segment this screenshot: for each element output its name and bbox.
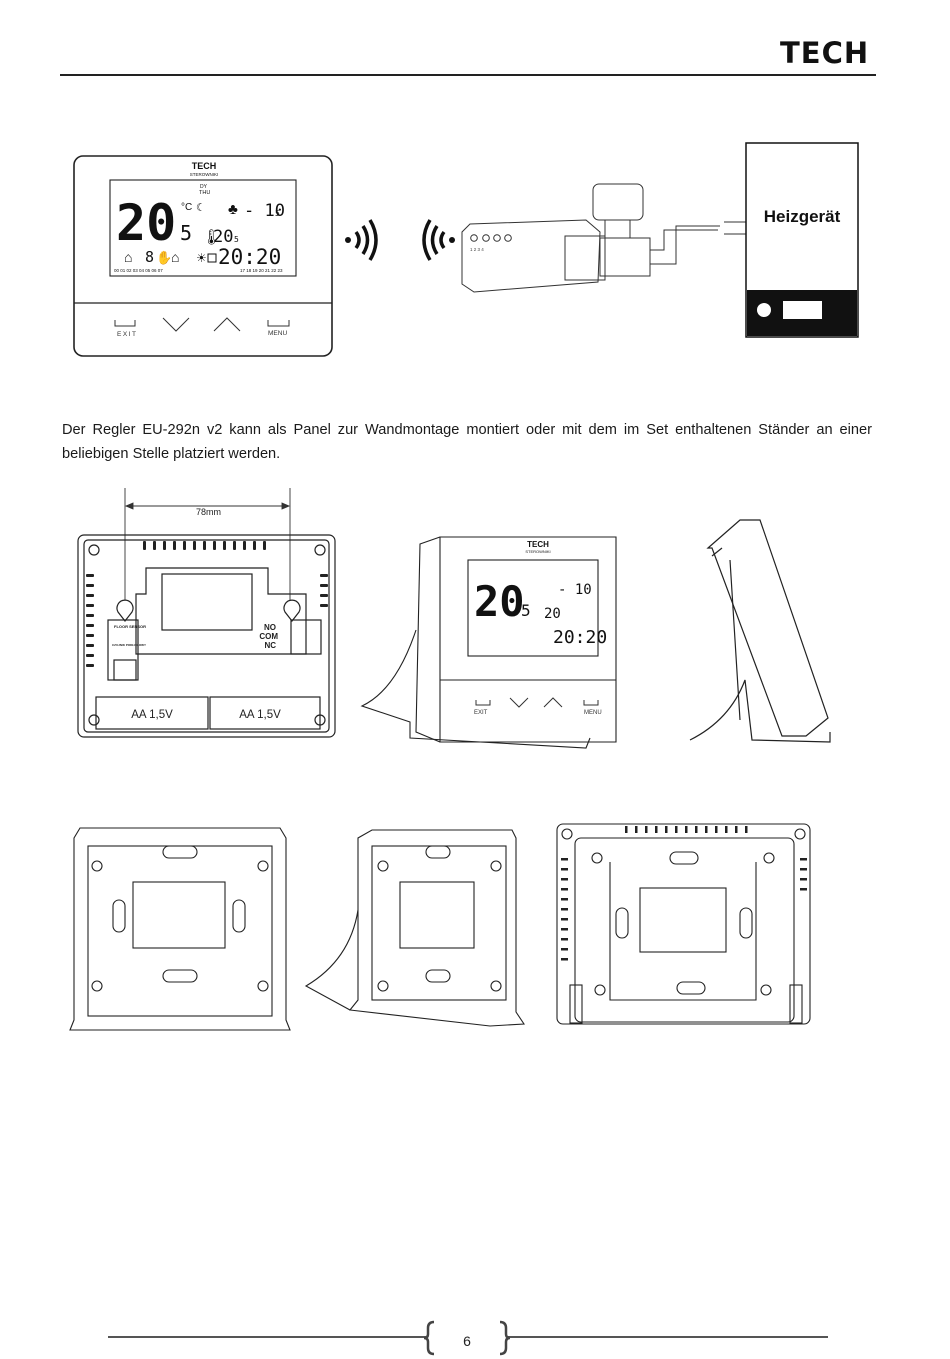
day-number: DY <box>200 184 208 190</box>
sun-icon: ☀ <box>196 251 207 265</box>
up-button[interactable] <box>213 317 241 332</box>
fan-icon: ♣ <box>228 201 238 218</box>
menu-label: MENU <box>268 330 287 337</box>
svg-text:20: 20 <box>474 577 525 626</box>
device-sub-brand: STEROWNIKI <box>190 172 219 177</box>
sensor-label: CZUJNIK PODŁOGOWY <box>112 643 146 647</box>
perspective-buttons <box>475 697 599 708</box>
main-temperature: 20 <box>116 194 176 252</box>
svg-text:5: 5 <box>521 601 531 620</box>
perspective-device-brand: TECH <box>527 540 549 549</box>
device-brand: TECH <box>192 161 217 171</box>
relay-no-label: NO <box>264 623 276 632</box>
hours-left: 00 01 02 03 04 05 06 07 <box>114 268 163 273</box>
footer-rule-right <box>508 1336 828 1338</box>
thermometer-icon: 🌡 <box>202 229 221 246</box>
menu-button[interactable] <box>267 320 290 327</box>
hand-icon: ✋ <box>156 250 172 265</box>
footer-rule-left <box>108 1336 426 1338</box>
mounted-vent-slots <box>561 826 807 961</box>
set-temperature: 20 <box>213 227 233 247</box>
thermostat-front <box>73 155 333 357</box>
wireless-connection-figure: TECH STEROWNIKI DY THU 20 °C 5 ☾ ♣ - 10 … <box>73 142 859 357</box>
outside-temperature: - 10 <box>244 201 285 221</box>
mounted-back-view <box>556 823 811 1025</box>
relay-nc-label: NC <box>264 641 276 650</box>
thermostat-stand-perspective <box>360 536 617 749</box>
svg-text:20:20: 20:20 <box>553 627 607 648</box>
program-digit: 8 <box>145 248 154 266</box>
perspective-device-sub: STEROWNIKI <box>525 549 550 554</box>
tech-logo: TECH <box>780 40 869 66</box>
wireless-signal-out-icon <box>345 219 378 261</box>
thermostat-back-view <box>77 534 336 738</box>
clock-display: 20:20 <box>218 245 281 269</box>
stand-angle-view <box>304 829 525 1027</box>
perspective-menu-label: MENU <box>584 710 602 716</box>
dimension-label: 78mm <box>196 507 221 517</box>
mounting-description: Der Regler EU-292n v2 kann als Panel zur… <box>62 422 872 462</box>
day-label: THU <box>199 190 210 196</box>
exit-label: EXIT <box>117 331 137 338</box>
page-number: 6 <box>463 1333 471 1349</box>
battery-right-label: AA 1,5V <box>239 709 281 721</box>
home-away-icon: ⌂ <box>171 249 179 265</box>
receiver-module <box>461 183 746 293</box>
moon-icon: ☾ <box>196 202 206 214</box>
hours-right: 17 18 19 20 21 22 23 <box>240 268 283 273</box>
perspective-exit-label: EXIT <box>474 710 488 716</box>
thermostat-buttons <box>114 317 290 332</box>
temperature-unit: °C <box>181 202 192 213</box>
svg-text:20: 20 <box>544 606 561 622</box>
outside-temperature-decimal: 5 <box>275 209 280 218</box>
heater-unit <box>745 142 859 338</box>
mounting-views-figure: 78mm FLOOR SENSOR CZUJNIK PODŁOGOWY NO C… <box>77 488 831 749</box>
thermostat-side-profile <box>689 519 831 743</box>
set-temperature-decimal: 5 <box>234 235 239 244</box>
header-rule <box>60 74 876 76</box>
lcd-display: DY THU 20 °C 5 ☾ ♣ - 10 5 🌡 20 5 ⌂ 8 ✋ ⌂… <box>114 184 285 273</box>
main-temperature-decimal: 5 <box>180 221 192 245</box>
logo-text: TECH <box>780 40 869 66</box>
wireless-signal-in-icon <box>422 219 455 261</box>
down-button[interactable] <box>162 317 190 332</box>
stand-front-view <box>69 827 291 1031</box>
svg-text:- 10: - 10 <box>558 582 592 598</box>
receiver-pins: 1 2 3 4 <box>470 247 484 252</box>
floor-sensor-label: FLOOR SENSOR <box>114 624 146 629</box>
back-vent-slots <box>86 541 328 667</box>
stand-assembly-figure <box>69 823 811 1031</box>
home-icon: ⌂ <box>124 249 132 265</box>
relay-com-label: COM <box>259 632 278 641</box>
battery-left-label: AA 1,5V <box>131 709 173 721</box>
dimension-indicator <box>124 488 291 600</box>
exit-button[interactable] <box>114 320 136 327</box>
battery-icon <box>207 253 217 263</box>
perspective-lcd: 20 5 - 10 20 20:20 <box>474 577 607 648</box>
page-number-brackets <box>424 1320 511 1356</box>
heater-label: Heizgerät <box>764 207 841 226</box>
